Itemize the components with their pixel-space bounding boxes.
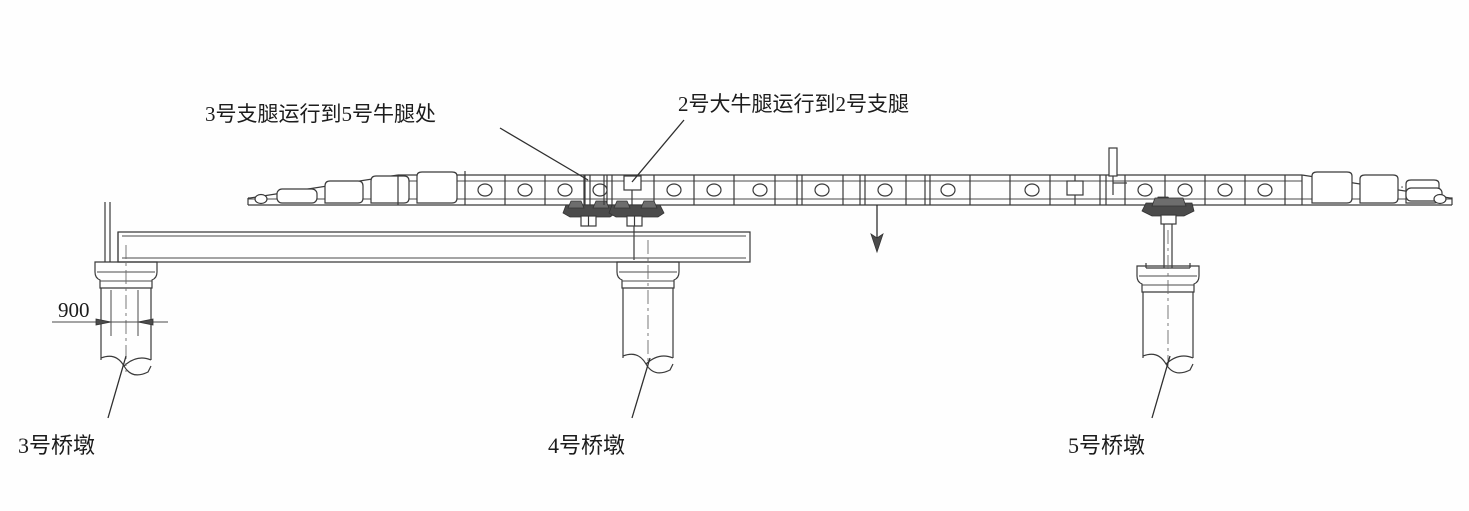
nose-hole-left-1: [254, 193, 268, 205]
nose-hole-left-4: [370, 175, 410, 204]
pier-4: [616, 240, 680, 374]
panel-hole: [1217, 183, 1233, 197]
dimension-900: [52, 290, 168, 336]
panel-hole: [1137, 183, 1153, 197]
dimension-900-label: 900: [58, 298, 90, 322]
panel-hole: [592, 183, 608, 197]
nose-hole-right-round: [1433, 193, 1447, 205]
callout-support-leg-3-label: 3号支腿运行到5号牛腿处: [205, 102, 436, 126]
leg-pier5-collar: [1160, 214, 1177, 225]
hanger-square-right: [1066, 180, 1084, 196]
pier-5: [1136, 230, 1200, 374]
pier-label-5: 5号桥墩: [1068, 433, 1146, 458]
panel-hole: [877, 183, 893, 197]
callout-leaders: [107, 119, 1171, 419]
panel-hole: [752, 183, 768, 197]
hanger-square-left: [623, 175, 642, 191]
panel-hole: [1024, 183, 1040, 197]
trolley-mid-wheel-a: [613, 200, 631, 209]
trolley-left-wheel-a: [567, 200, 585, 209]
pier5-cap: [1136, 265, 1200, 293]
panel-hole: [477, 183, 493, 197]
leader-callout-big-bracket-2: [631, 119, 685, 183]
pier-3: [94, 202, 158, 376]
nose-hole-right-1: [1311, 171, 1353, 204]
pier-label-4: 4号桥墩: [548, 433, 626, 458]
nose-hole-left-2: [276, 188, 318, 204]
girder-panel-holes: [477, 183, 1273, 197]
panel-hole: [517, 183, 533, 197]
pier4-break-symbol: [622, 353, 674, 374]
pier3-break-symbol: [100, 355, 152, 376]
callout-big-bracket-2-label: 2号大牛腿运行到2号支腿: [678, 92, 909, 116]
main-girder: [247, 171, 1453, 206]
nose-hole-right-2: [1359, 174, 1399, 204]
panel-hole: [557, 183, 573, 197]
panel-hole: [814, 183, 830, 197]
panel-hole: [1177, 183, 1193, 197]
carrier-beam: [117, 231, 751, 263]
dim900-arrow-left: [95, 318, 112, 326]
nose-hole-left-3: [324, 180, 364, 204]
pier-label-3: 3号桥墩: [18, 433, 96, 458]
panel-hole: [706, 183, 722, 197]
leg-pier5-saddle: [1151, 197, 1187, 207]
girder-markers: [623, 147, 1127, 254]
support-leg-pier5: [1141, 196, 1195, 269]
pier3-cap: [94, 261, 158, 289]
nose-hole-left-5: [416, 171, 458, 204]
leader-pier-label-5: [1151, 355, 1171, 419]
direction-arrow-head: [870, 233, 884, 254]
trolley-assembly-mid: [608, 200, 665, 260]
leader-pier-label-4: [631, 357, 651, 419]
dim900-arrow-right: [137, 318, 154, 326]
panel-hole: [940, 183, 956, 197]
pier5-break-symbol: [1142, 353, 1194, 374]
pier3-break-symbol-b: [123, 357, 152, 367]
leader-callout-support-leg-3: [499, 127, 589, 181]
pier4-cap: [616, 261, 680, 289]
trolley-left-wheel-b: [592, 200, 610, 209]
leader-pier-label-3: [107, 355, 127, 419]
mast-post: [1108, 147, 1118, 177]
girder-left-nose-holes: [254, 171, 458, 205]
trolley-assembly-left: [562, 175, 617, 227]
trolley-mid-wheel-b: [640, 200, 658, 209]
panel-hole: [666, 183, 682, 197]
panel-hole: [1257, 183, 1273, 197]
